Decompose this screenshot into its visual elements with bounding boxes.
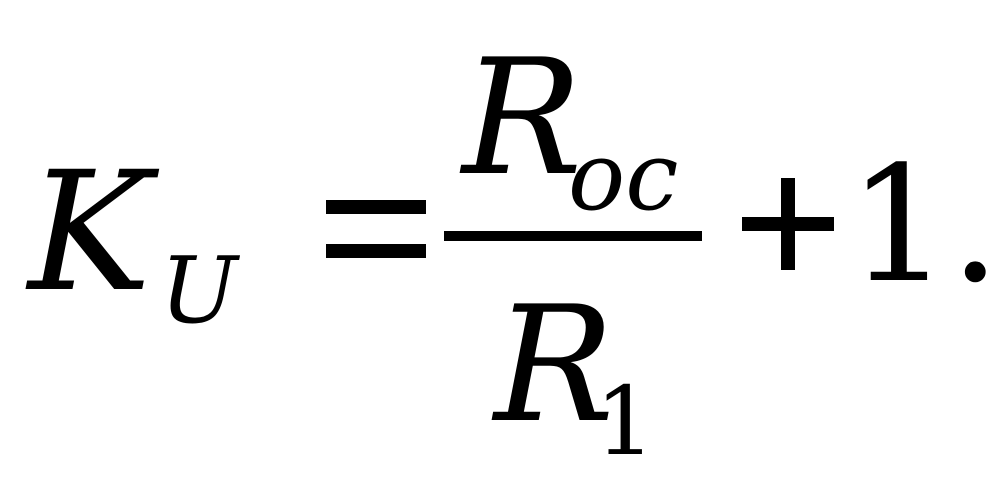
numerator-symbol: R [462, 24, 583, 211]
numerator-subscript: oc [568, 122, 679, 232]
plus-vertical-bar [781, 178, 795, 270]
constant-term: 1. [848, 131, 992, 318]
denominator-symbol: R [494, 271, 615, 458]
equals-bar-bottom [326, 244, 426, 258]
equals-sign [326, 200, 426, 258]
denominator-subscript: 1 [595, 367, 656, 477]
equals-bar-top [326, 200, 426, 214]
lhs-subscript: U [160, 237, 238, 344]
fraction-line [444, 231, 702, 241]
plus-sign [742, 178, 834, 270]
lhs-symbol: K [28, 136, 152, 328]
